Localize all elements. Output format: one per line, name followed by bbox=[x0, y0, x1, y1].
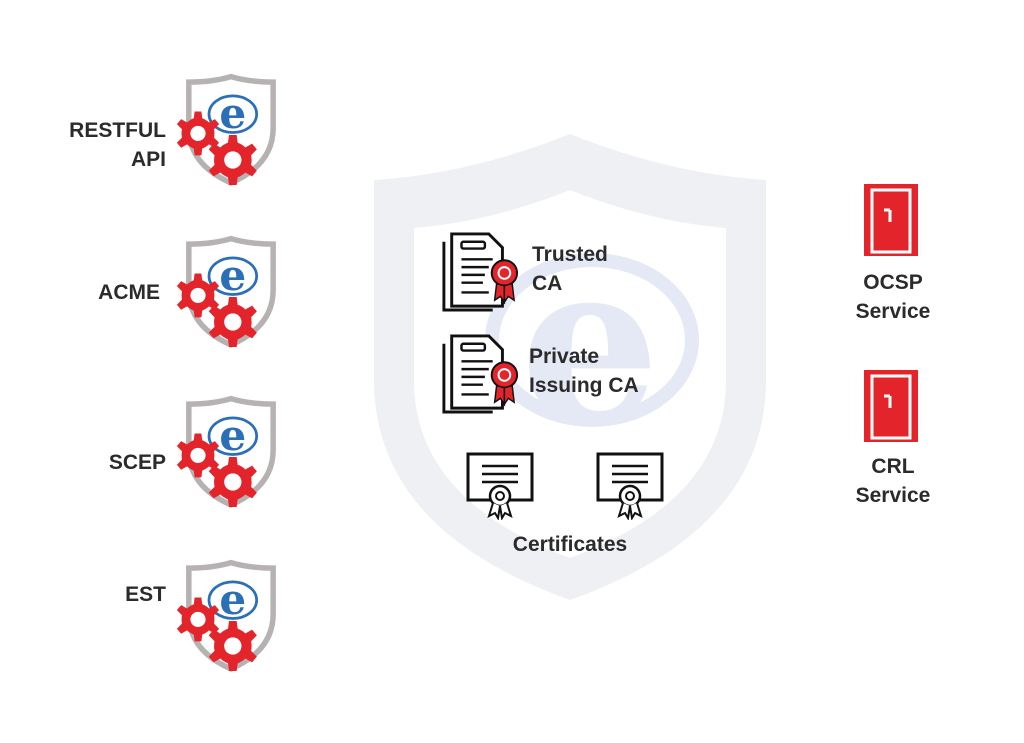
crl-service-label: CRL Service bbox=[855, 455, 931, 507]
trusted-ca-label: Trusted CA bbox=[532, 243, 608, 295]
certificate-document-icon bbox=[442, 232, 519, 312]
shield-e-with-gears-icon bbox=[176, 392, 286, 517]
certificate-award-icon bbox=[466, 452, 534, 520]
protocol-label-scep: SCEP bbox=[108, 451, 166, 474]
protocol-label-est: EST bbox=[125, 583, 166, 606]
shield-e-with-gears-icon bbox=[176, 70, 286, 195]
certificates-label: Certificates bbox=[512, 533, 628, 556]
door-icon bbox=[862, 182, 920, 258]
certificate-document-icon bbox=[442, 334, 519, 414]
ocsp-service-label: OCSP Service bbox=[855, 271, 931, 323]
shield-e-with-gears-icon bbox=[176, 232, 286, 357]
protocol-label-acme: ACME bbox=[98, 281, 160, 304]
door-icon bbox=[862, 368, 920, 444]
private-issuing-ca-label: Private Issuing CA bbox=[529, 345, 639, 397]
certificate-award-icon bbox=[596, 452, 664, 520]
protocol-label-restful: RESTFUL API bbox=[69, 119, 166, 171]
shield-e-with-gears-icon bbox=[176, 556, 286, 681]
